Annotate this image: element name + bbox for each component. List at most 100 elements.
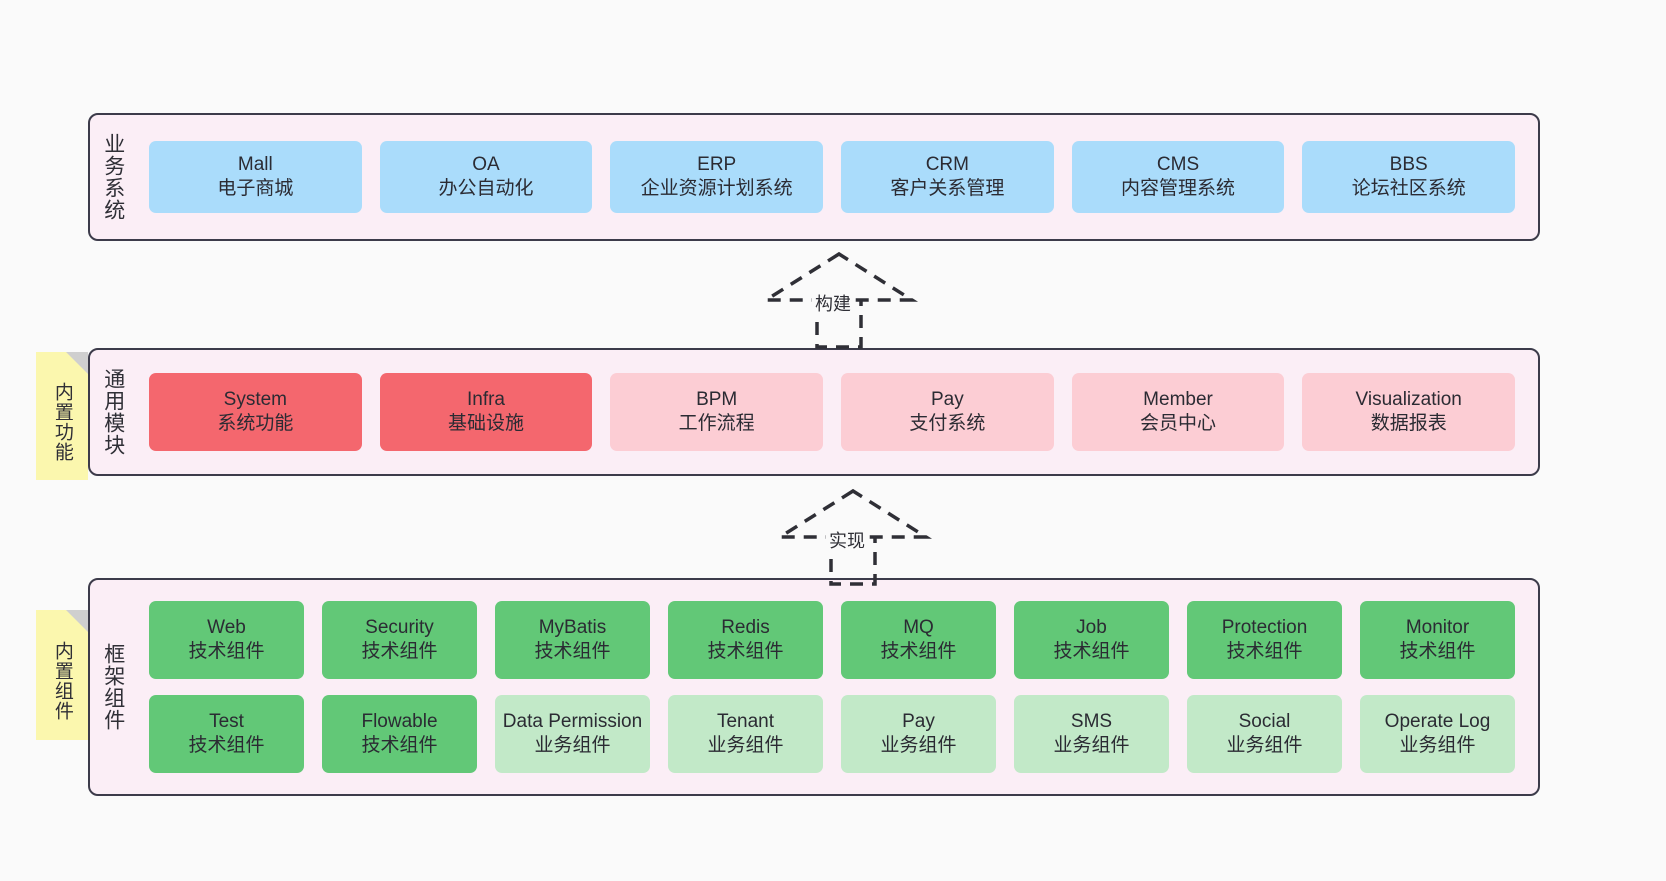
- card-mq[interactable]: MQ 技术组件: [841, 601, 996, 679]
- card-security[interactable]: Security 技术组件: [322, 601, 477, 679]
- card-flowable[interactable]: Flowable 技术组件: [322, 695, 477, 773]
- card-erp-cn: 企业资源计划系统: [640, 178, 793, 199]
- card-oa[interactable]: OA 办公自动化: [379, 141, 593, 213]
- card-mq-en: MQ: [903, 616, 934, 638]
- sticky-note-builtin-components-label: 内置组件: [51, 641, 73, 721]
- card-erp[interactable]: ERP 企业资源计划系统: [610, 141, 824, 213]
- card-pay-module[interactable]: Pay 支付系统: [841, 373, 1054, 451]
- layer-title-framework-components: 框架组件: [101, 643, 125, 731]
- card-bpm[interactable]: BPM 工作流程: [610, 373, 824, 451]
- card-erp-en: ERP: [697, 153, 737, 175]
- card-mall[interactable]: Mall 电子商城: [149, 141, 362, 213]
- card-tenant-cn: 业务组件: [707, 735, 784, 756]
- card-system-cn: 系统功能: [217, 413, 294, 434]
- card-visualization[interactable]: Visualization 数据报表: [1302, 373, 1516, 451]
- card-web[interactable]: Web 技术组件: [149, 601, 304, 679]
- card-oa-en: OA: [472, 153, 500, 175]
- layer-title-common-modules: 通用模块: [101, 368, 125, 456]
- card-mybatis-en: MyBatis: [538, 616, 607, 638]
- card-cms-cn: 内容管理系统: [1121, 178, 1236, 199]
- card-monitor-cn: 技术组件: [1399, 641, 1476, 662]
- card-cms[interactable]: CMS 内容管理系统: [1071, 141, 1285, 213]
- layer-common-modules: 通用模块 System 系统功能 Infra 基础设施 BPM 工作流程 Pay…: [88, 348, 1540, 476]
- card-mq-cn: 技术组件: [880, 641, 957, 662]
- card-bbs-cn: 论坛社区系统: [1351, 178, 1466, 199]
- layer-framework-components: 框架组件 Web 技术组件 Security 技术组件 MyBatis 技术组件…: [88, 578, 1540, 796]
- sticky-note-builtin-features-label: 内置功能: [51, 382, 73, 462]
- card-sms-en: SMS: [1070, 710, 1113, 732]
- card-data-permission-cn: 业务组件: [534, 735, 611, 756]
- layer-business-system: 业务系统 Mall 电子商城 OA 办公自动化 ERP 企业资源计划系统 CRM…: [88, 113, 1540, 241]
- card-cms-en: CMS: [1156, 153, 1200, 175]
- card-member-cn: 会员中心: [1140, 413, 1217, 434]
- card-social-cn: 业务组件: [1226, 735, 1303, 756]
- card-pay-component-en: Pay: [902, 710, 935, 732]
- card-monitor[interactable]: Monitor 技术组件: [1360, 601, 1515, 679]
- card-infra[interactable]: Infra 基础设施: [379, 373, 593, 451]
- card-bpm-cn: 工作流程: [678, 413, 755, 434]
- card-data-permission-en: Data Permission: [502, 710, 643, 732]
- card-bbs-en: BBS: [1389, 153, 1428, 175]
- card-pay-module-cn: 支付系统: [909, 413, 986, 434]
- card-operate-log[interactable]: Operate Log 业务组件: [1360, 695, 1515, 773]
- card-tenant-en: Tenant: [716, 710, 775, 732]
- card-operate-log-en: Operate Log: [1384, 710, 1491, 732]
- card-member[interactable]: Member 会员中心: [1071, 373, 1285, 451]
- card-mybatis-cn: 技术组件: [534, 641, 611, 662]
- card-protection-cn: 技术组件: [1226, 641, 1303, 662]
- card-crm-en: CRM: [925, 153, 969, 175]
- card-job-en: Job: [1076, 616, 1107, 638]
- card-flowable-cn: 技术组件: [361, 735, 438, 756]
- card-web-en: Web: [207, 616, 246, 638]
- sticky-note-builtin-components: 内置组件: [36, 610, 88, 740]
- card-sms[interactable]: SMS 业务组件: [1014, 695, 1169, 773]
- sticky-note-builtin-features: 内置功能: [36, 352, 88, 480]
- framework-tech-row: Web 技术组件 Security 技术组件 MyBatis 技术组件 Redi…: [140, 601, 1524, 679]
- layer-modules-cards: System 系统功能 Infra 基础设施 BPM 工作流程 Pay 支付系统…: [136, 350, 1538, 474]
- card-pay-component[interactable]: Pay 业务组件: [841, 695, 996, 773]
- card-web-cn: 技术组件: [188, 641, 265, 662]
- card-visualization-cn: 数据报表: [1370, 413, 1447, 434]
- card-system-en: System: [223, 388, 288, 410]
- card-operate-log-cn: 业务组件: [1399, 735, 1476, 756]
- card-social[interactable]: Social 业务组件: [1187, 695, 1342, 773]
- card-crm[interactable]: CRM 客户关系管理: [841, 141, 1054, 213]
- card-redis[interactable]: Redis 技术组件: [668, 601, 823, 679]
- card-system[interactable]: System 系统功能: [149, 373, 362, 451]
- card-infra-cn: 基础设施: [448, 413, 525, 434]
- card-redis-en: Redis: [721, 616, 770, 638]
- connector-build-label: 构建: [812, 290, 854, 316]
- card-sms-cn: 业务组件: [1053, 735, 1130, 756]
- card-protection[interactable]: Protection 技术组件: [1187, 601, 1342, 679]
- card-social-en: Social: [1238, 710, 1291, 732]
- card-mall-cn: 电子商城: [217, 178, 294, 199]
- card-test[interactable]: Test 技术组件: [149, 695, 304, 773]
- card-security-en: Security: [365, 616, 434, 638]
- card-job[interactable]: Job 技术组件: [1014, 601, 1169, 679]
- connector-build: 构建: [744, 250, 934, 350]
- card-pay-component-cn: 业务组件: [880, 735, 957, 756]
- connector-implement: 实现: [758, 487, 948, 587]
- connector-implement-label: 实现: [826, 527, 868, 553]
- card-crm-cn: 客户关系管理: [890, 178, 1005, 199]
- card-visualization-en: Visualization: [1355, 388, 1462, 410]
- card-mybatis[interactable]: MyBatis 技术组件: [495, 601, 650, 679]
- card-data-permission[interactable]: Data Permission 业务组件: [495, 695, 650, 773]
- card-test-cn: 技术组件: [188, 735, 265, 756]
- card-monitor-en: Monitor: [1405, 616, 1470, 638]
- card-tenant[interactable]: Tenant 业务组件: [668, 695, 823, 773]
- card-bbs[interactable]: BBS 论坛社区系统: [1302, 141, 1516, 213]
- card-infra-en: Infra: [466, 388, 506, 410]
- card-oa-cn: 办公自动化: [438, 178, 534, 199]
- layer-business-cards: Mall 电子商城 OA 办公自动化 ERP 企业资源计划系统 CRM 客户关系…: [136, 115, 1538, 239]
- card-protection-en: Protection: [1221, 616, 1308, 638]
- card-pay-module-en: Pay: [930, 388, 964, 410]
- card-bpm-en: BPM: [696, 388, 738, 410]
- card-flowable-en: Flowable: [361, 710, 438, 732]
- framework-business-row: Test 技术组件 Flowable 技术组件 Data Permission …: [140, 695, 1524, 773]
- layer-title-business-system: 业务系统: [101, 133, 125, 221]
- card-mall-en: Mall: [237, 153, 273, 175]
- card-member-en: Member: [1143, 388, 1213, 410]
- card-security-cn: 技术组件: [361, 641, 438, 662]
